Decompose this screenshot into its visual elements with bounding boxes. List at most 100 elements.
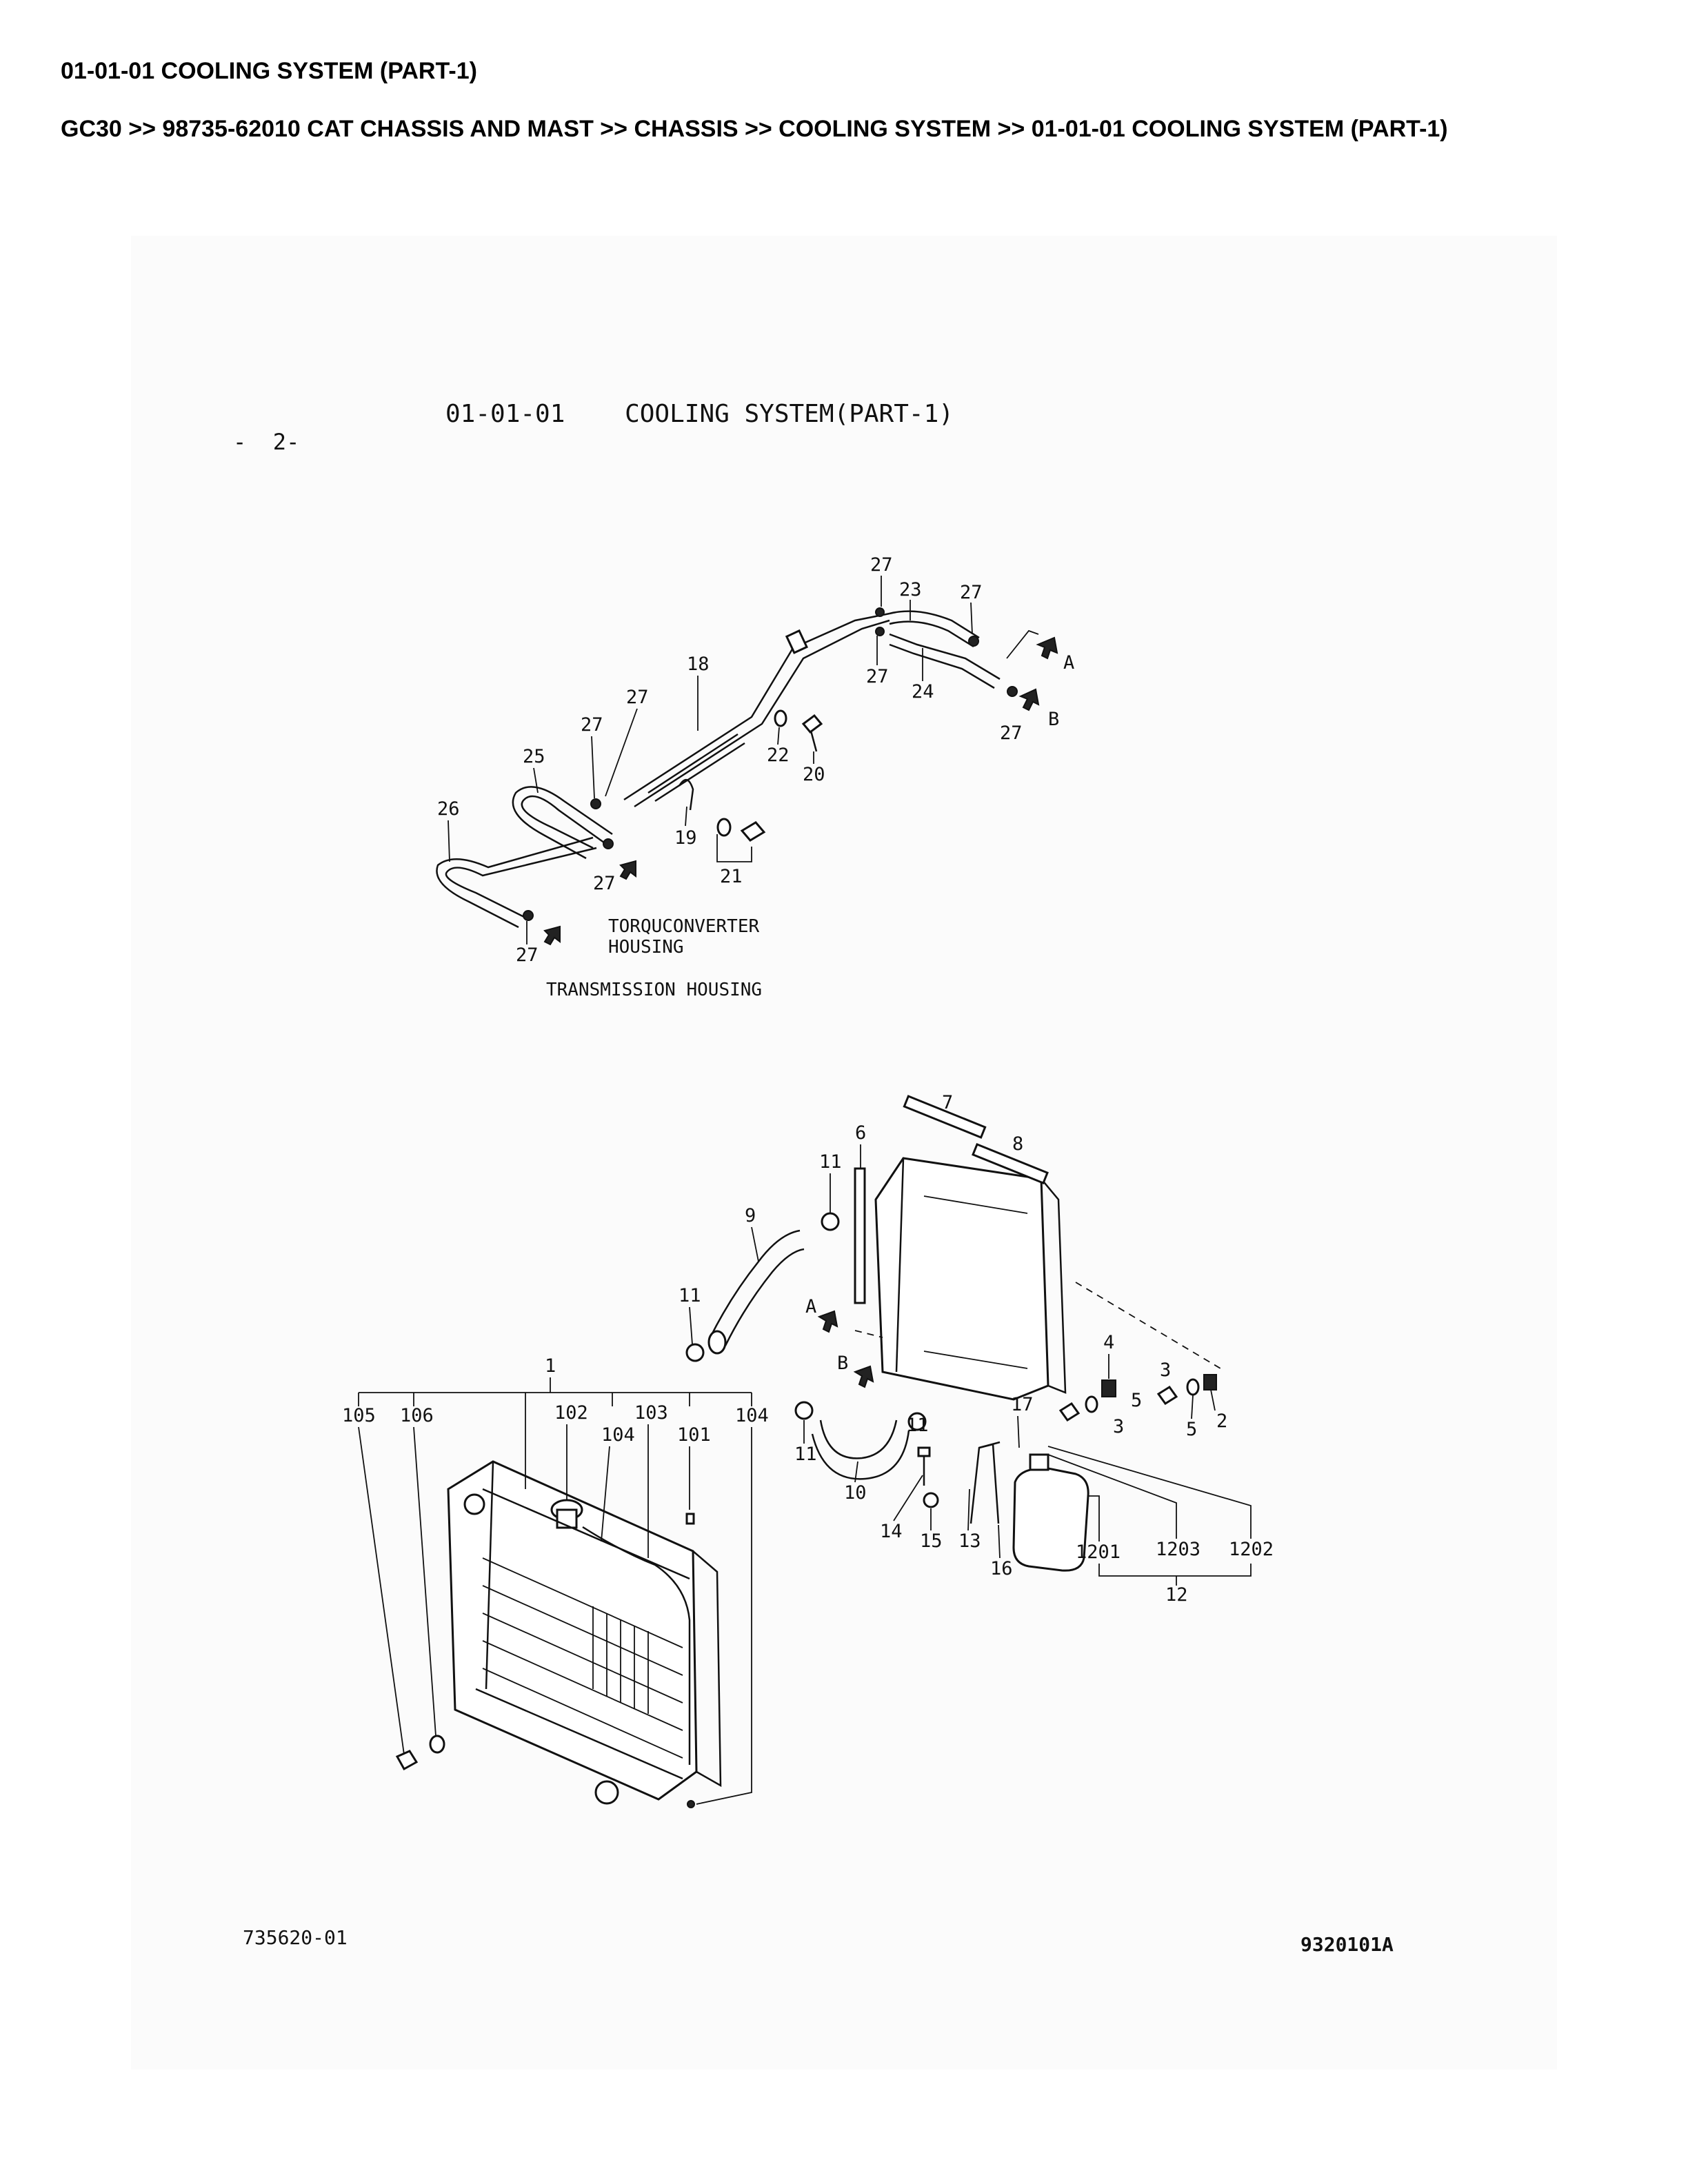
clip-104 [687,1800,695,1808]
clamp-27e [590,798,601,809]
seal-7 [903,1095,987,1139]
callout-11: 11 [794,1444,817,1465]
callout-1201: 1201 [1076,1541,1121,1563]
callout-21: 21 [720,866,743,887]
arrow-27g [543,925,561,946]
callout-22: 22 [767,745,790,766]
clamp-11b [685,1343,705,1362]
hose-24 [889,633,1001,680]
callout-20: 20 [803,764,825,785]
callout-23: 23 [899,579,922,600]
callout-26: 26 [437,798,460,820]
bolt-14 [917,1446,931,1457]
hose-9-end [707,1330,727,1355]
callout-9: 9 [745,1205,756,1226]
washer-15 [923,1492,939,1508]
callout-16: 16 [990,1558,1013,1579]
overflow-hose-103 [582,1526,691,1765]
arrow-a-label: A [805,1296,816,1317]
top-callouts: 27 23 27 27 24 27 B A 18 22 20 27 27 25 … [437,554,1074,966]
bolt-3a [1058,1402,1081,1422]
callout-10: 10 [844,1482,867,1504]
callout-24: 24 [912,681,934,702]
tube-18-inner [634,619,890,808]
tube-18 [623,612,890,801]
callout-104: 104 [601,1424,635,1446]
callout-1203: 1203 [1156,1539,1200,1560]
oil-cooler-lines [436,607,1058,946]
callout-27: 27 [581,714,603,736]
callout-18: 18 [687,654,710,675]
callout-105: 105 [342,1405,376,1426]
callout-11: 11 [679,1285,701,1306]
callout-8: 8 [1012,1133,1023,1155]
breadcrumb: GC30 >> 98735-62010 CAT CHASSIS AND MAST… [61,116,1448,142]
callout-17: 17 [1011,1394,1034,1415]
callout-15: 15 [920,1530,943,1552]
callout-27: 27 [870,554,893,576]
callout-7: 7 [942,1092,953,1113]
washer-5a [1085,1395,1098,1413]
bracket [785,629,808,654]
arrow-a-top [1036,636,1058,660]
upper-outlet [463,1493,485,1515]
callout-4: 4 [1103,1332,1114,1353]
washer-22 [774,709,787,727]
page-title: 01-01-01 COOLING SYSTEM (PART-1) [61,58,477,84]
gasket-106 [429,1735,445,1754]
callout-103: 103 [634,1402,668,1424]
radiator-fins [482,1557,683,1759]
clamp-19 [678,779,694,811]
callout-104: 104 [735,1405,769,1426]
callout-6: 6 [855,1122,866,1144]
hose-23 [889,610,980,639]
clamp-27f [603,838,614,849]
arrow-b-top [1018,688,1040,711]
note-transmission-housing: TRANSMISSION HOUSING [546,980,762,1000]
arrow-b-label: B [1048,709,1059,730]
callout-27: 27 [1000,722,1023,744]
washer-5b [1186,1378,1200,1396]
callout-106: 106 [400,1405,434,1426]
hose-10 [819,1419,898,1459]
drain-plug-105 [395,1750,419,1771]
radiator-assembly [395,1460,722,1808]
washer-21 [716,818,732,837]
arrow-a-label: A [1063,652,1074,674]
callout-27: 27 [866,666,889,687]
callout-14: 14 [880,1521,903,1542]
callout-2: 2 [1216,1410,1227,1432]
bolt-3b [1156,1385,1178,1406]
clamp-27d [1007,686,1018,697]
callout-102: 102 [554,1402,588,1424]
bushing-4 [1101,1379,1116,1397]
diagram-sheet [131,236,1557,2070]
arrow-b-bottom [853,1365,874,1388]
clamp-11c [794,1401,814,1420]
bracket-13 [969,1443,1000,1524]
clamp-27b [875,627,885,636]
bushing-2 [1203,1374,1217,1391]
hose-9 [709,1229,801,1338]
clamp-27a [875,607,885,617]
tank-cap [1029,1453,1049,1471]
hose-26 [445,847,597,918]
rod-6 [854,1167,866,1304]
callout-1202: 1202 [1229,1539,1274,1560]
clamp-27g [523,910,534,921]
bottom-callouts: 7 8 6 11 9 11 A B 4 3 5 3 5 2 1 105 106 … [342,1092,1274,1805]
callout-19: 19 [674,827,697,849]
callout-5: 5 [1131,1390,1142,1411]
screw-101 [685,1513,695,1525]
callout-25: 25 [523,746,545,767]
page-mark: - 2- [233,429,299,455]
seal-8 [972,1143,1049,1184]
callout-27: 27 [626,687,649,708]
drawing-code: 9320101A [1300,1933,1394,1956]
clamp-27c [968,636,979,647]
note-torque-converter: TORQUCONVERTER [608,916,759,937]
note-housing: HOUSING [608,937,684,958]
callout-5: 5 [1186,1419,1197,1440]
clamp-11a [821,1212,840,1231]
